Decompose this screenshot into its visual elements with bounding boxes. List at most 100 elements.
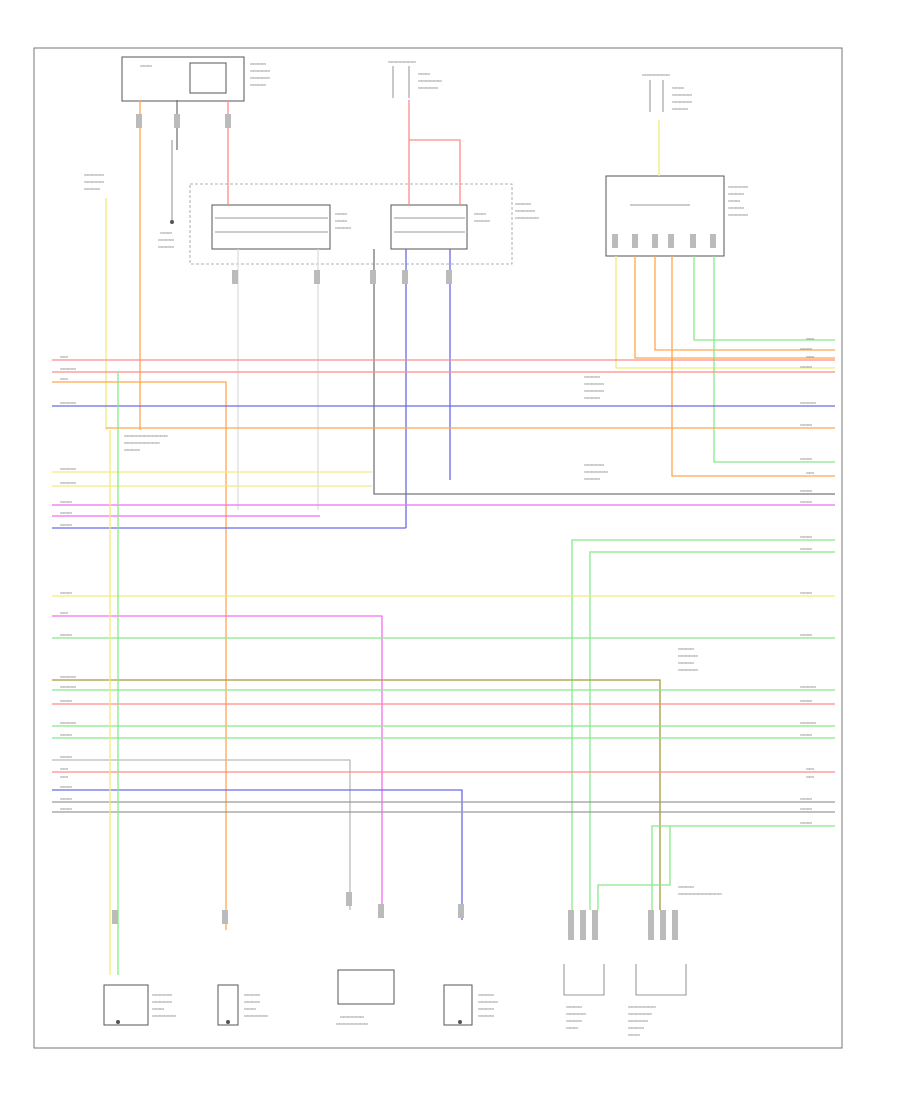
svg-text:▭▭▭: ▭▭▭ bbox=[728, 198, 740, 203]
svg-text:▭▭▭▭▭▭▭: ▭▭▭▭▭▭▭ bbox=[642, 72, 670, 77]
wire-orange-left bbox=[52, 381, 227, 930]
svg-text:▭▭▭: ▭▭▭ bbox=[60, 754, 72, 759]
svg-text:▭▭: ▭▭ bbox=[806, 774, 814, 779]
svg-text:▭▭▭▭: ▭▭▭▭ bbox=[250, 82, 266, 87]
wire-black-right bbox=[373, 249, 835, 495]
svg-text:▭▭▭▭▭: ▭▭▭▭▭ bbox=[250, 68, 270, 73]
bottom-component-2: ▭▭▭▭ ▭▭▭▭ ▭▭▭ ▭▭▭▭▭▭ bbox=[217, 984, 268, 1026]
svg-text:▭▭: ▭▭ bbox=[60, 354, 68, 359]
svg-text:▭▭: ▭▭ bbox=[60, 376, 68, 381]
relay-left: ▭▭▭ ▭▭▭ ▭▭▭▭ bbox=[211, 204, 351, 250]
svg-text:▭▭▭▭▭: ▭▭▭▭▭ bbox=[628, 1018, 648, 1023]
svg-text:▭▭▭▭: ▭▭▭▭ bbox=[672, 106, 688, 111]
wire-module-out-3 bbox=[654, 256, 835, 351]
svg-text:▭▭▭▭: ▭▭▭▭ bbox=[728, 205, 744, 210]
svg-text:▭▭▭▭: ▭▭▭▭ bbox=[728, 191, 744, 196]
svg-text:▭▭▭▭▭: ▭▭▭▭▭ bbox=[584, 462, 604, 467]
svg-text:▭▭▭▭: ▭▭▭▭ bbox=[800, 684, 816, 689]
bottom-component-5: ▭▭▭▭ ▭▭▭▭▭ ▭▭▭▭ ▭▭▭ bbox=[563, 964, 605, 1030]
svg-text:▭▭▭▭: ▭▭▭▭ bbox=[60, 466, 76, 471]
svg-text:▭▭▭: ▭▭▭ bbox=[800, 796, 812, 801]
hot-in-run-fuse: ▭▭▭▭▭▭▭ ▭▭▭ ▭▭▭▭▭ ▭▭▭▭▭ ▭▭▭▭ bbox=[642, 72, 692, 112]
svg-text:▭▭▭▭▭: ▭▭▭▭▭ bbox=[418, 85, 438, 90]
bottom-connector-pins bbox=[112, 892, 678, 940]
wire-module-out-2 bbox=[634, 256, 835, 359]
svg-text:▭▭▭: ▭▭▭ bbox=[800, 632, 812, 637]
svg-text:▭▭▭▭: ▭▭▭▭ bbox=[84, 186, 100, 191]
wire-green-right-2 bbox=[589, 551, 835, 910]
svg-text:▭▭▭▭▭▭▭▭: ▭▭▭▭▭▭▭▭ bbox=[336, 1021, 368, 1026]
svg-text:▭▭▭▭▭: ▭▭▭▭▭ bbox=[584, 381, 604, 386]
svg-text:▭▭▭▭: ▭▭▭▭ bbox=[800, 400, 816, 405]
svg-text:▭▭▭▭: ▭▭▭▭ bbox=[250, 61, 266, 66]
bottom-component-4: ▭▭▭▭ ▭▭▭▭▭ ▭▭▭▭ ▭▭▭▭ bbox=[443, 984, 498, 1026]
svg-text:▭▭: ▭▭ bbox=[806, 354, 814, 359]
svg-text:▭▭▭▭: ▭▭▭▭ bbox=[335, 225, 351, 230]
svg-text:▭▭▭: ▭▭▭ bbox=[60, 499, 72, 504]
svg-text:▭▭▭▭: ▭▭▭▭ bbox=[124, 447, 140, 452]
svg-text:▭▭▭: ▭▭▭ bbox=[672, 85, 684, 90]
svg-text:▭▭▭▭: ▭▭▭▭ bbox=[584, 395, 600, 400]
svg-text:▭▭▭: ▭▭▭ bbox=[60, 632, 72, 637]
svg-text:▭▭▭: ▭▭▭ bbox=[140, 63, 152, 68]
svg-text:▭▭▭: ▭▭▭ bbox=[60, 784, 72, 789]
splice-labels: ▭▭▭▭▭▭▭▭▭▭▭ ▭▭▭▭▭▭▭▭▭ ▭▭▭▭ ▭▭▭▭ ▭▭▭▭▭ ▭▭… bbox=[124, 374, 722, 896]
wire-green-return bbox=[651, 825, 835, 910]
relay-box-outline bbox=[189, 183, 513, 265]
svg-text:▭▭▭▭▭: ▭▭▭▭▭ bbox=[152, 999, 172, 1004]
svg-text:▭▭▭▭: ▭▭▭▭ bbox=[158, 244, 174, 249]
svg-text:▭▭▭▭▭: ▭▭▭▭▭ bbox=[250, 75, 270, 80]
svg-text:▭▭▭: ▭▭▭ bbox=[800, 422, 812, 427]
svg-text:▭▭▭: ▭▭▭ bbox=[800, 346, 812, 351]
bottom-component-6: ▭▭▭▭▭▭▭ ▭▭▭▭▭▭ ▭▭▭▭▭ ▭▭▭▭ ▭▭▭ bbox=[628, 964, 687, 1037]
svg-text:▭▭▭▭: ▭▭▭▭ bbox=[60, 400, 76, 405]
diagram-border bbox=[33, 47, 843, 1049]
svg-text:▭▭▭▭▭▭: ▭▭▭▭▭▭ bbox=[584, 469, 608, 474]
svg-text:▭▭▭▭: ▭▭▭▭ bbox=[60, 684, 76, 689]
svg-text:▭▭▭: ▭▭▭ bbox=[800, 546, 812, 551]
svg-text:▭▭: ▭▭ bbox=[806, 470, 814, 475]
svg-text:▭▭▭▭▭▭: ▭▭▭▭▭▭ bbox=[628, 1011, 652, 1016]
svg-text:▭▭▭▭▭▭▭▭▭▭▭: ▭▭▭▭▭▭▭▭▭▭▭ bbox=[124, 433, 168, 438]
relay-right: ▭▭▭ ▭▭▭▭ ▭▭▭▭ ▭▭▭▭▭ ▭▭▭▭▭▭ bbox=[390, 201, 539, 250]
svg-text:▭▭▭▭▭: ▭▭▭▭▭ bbox=[678, 653, 698, 658]
svg-text:▭▭▭▭: ▭▭▭▭ bbox=[478, 992, 494, 997]
svg-text:▭▭: ▭▭ bbox=[60, 766, 68, 771]
wire-olive-drop bbox=[52, 679, 661, 910]
svg-text:▭▭▭: ▭▭▭ bbox=[160, 230, 172, 235]
wire-module-out-5 bbox=[693, 256, 835, 341]
svg-text:▭▭▭▭: ▭▭▭▭ bbox=[584, 374, 600, 379]
svg-text:▭▭▭▭▭: ▭▭▭▭▭ bbox=[152, 992, 172, 997]
edge-wire-labels: ▭▭ ▭▭▭▭ ▭▭ ▭▭▭▭ ▭▭▭▭ ▭▭▭▭ ▭▭▭ ▭▭▭ ▭▭▭ ▭▭… bbox=[60, 336, 816, 825]
svg-text:▭▭▭▭: ▭▭▭▭ bbox=[474, 218, 490, 223]
svg-text:▭▭▭: ▭▭▭ bbox=[60, 522, 72, 527]
top-left-module: ▭▭▭ ▭▭▭▭ ▭▭▭▭▭ ▭▭▭▭▭ ▭▭▭▭ bbox=[121, 56, 270, 102]
svg-text:▭▭▭: ▭▭▭ bbox=[60, 510, 72, 515]
svg-text:▭▭▭▭▭: ▭▭▭▭▭ bbox=[728, 184, 748, 189]
svg-text:▭▭▭▭▭: ▭▭▭▭▭ bbox=[678, 667, 698, 672]
svg-text:▭▭▭: ▭▭▭ bbox=[566, 1025, 578, 1030]
svg-text:▭▭▭▭▭▭▭▭▭▭▭: ▭▭▭▭▭▭▭▭▭▭▭ bbox=[678, 891, 722, 896]
svg-text:▭▭▭▭: ▭▭▭▭ bbox=[60, 480, 76, 485]
svg-text:▭▭▭▭: ▭▭▭▭ bbox=[800, 720, 816, 725]
svg-text:▭▭▭▭: ▭▭▭▭ bbox=[628, 1025, 644, 1030]
svg-text:▭▭▭: ▭▭▭ bbox=[628, 1032, 640, 1037]
svg-text:▭▭▭: ▭▭▭ bbox=[800, 456, 812, 461]
svg-text:▭▭▭▭: ▭▭▭▭ bbox=[566, 1004, 582, 1009]
bottom-component-3: ▭▭▭▭▭▭ ▭▭▭▭▭▭▭▭ bbox=[336, 969, 395, 1026]
svg-text:▭▭: ▭▭ bbox=[60, 610, 68, 615]
svg-text:▭▭▭: ▭▭▭ bbox=[800, 534, 812, 539]
svg-text:▭▭▭▭▭▭▭▭▭: ▭▭▭▭▭▭▭▭▭ bbox=[124, 440, 160, 445]
svg-text:▭▭▭: ▭▭▭ bbox=[800, 590, 812, 595]
svg-text:▭▭▭: ▭▭▭ bbox=[474, 211, 486, 216]
wire-gray-drop bbox=[52, 759, 351, 910]
wire-green-splice bbox=[597, 826, 671, 910]
wire-module-out-6 bbox=[713, 256, 835, 463]
svg-text:▭▭▭: ▭▭▭ bbox=[418, 71, 430, 76]
svg-text:▭▭▭: ▭▭▭ bbox=[60, 796, 72, 801]
svg-text:▭▭▭▭: ▭▭▭▭ bbox=[478, 1006, 494, 1011]
wire-blue-down bbox=[52, 789, 463, 920]
svg-text:▭▭▭: ▭▭▭ bbox=[60, 698, 72, 703]
svg-text:▭▭▭▭▭▭▭: ▭▭▭▭▭▭▭ bbox=[628, 1004, 656, 1009]
